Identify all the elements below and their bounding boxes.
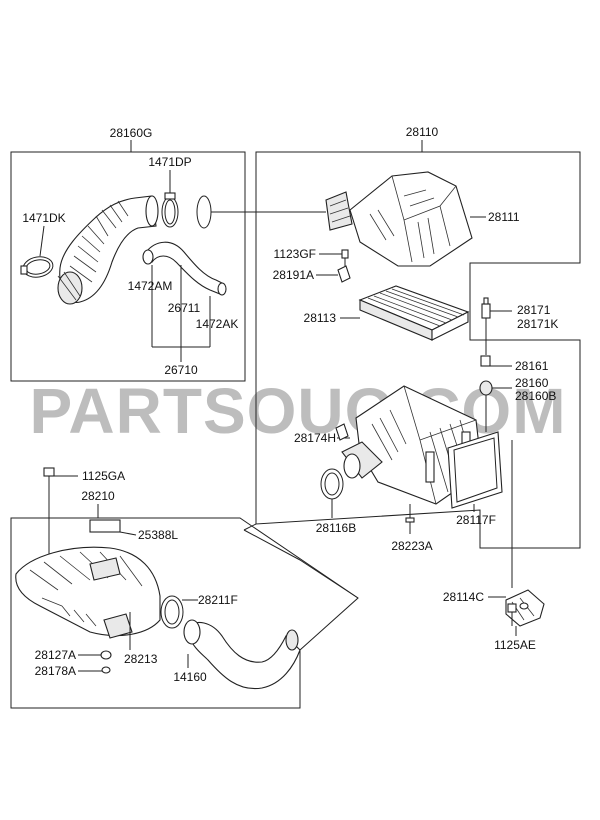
screw-1123GF-part[interactable] <box>341 249 349 266</box>
label-28191A: 28191A <box>273 268 314 282</box>
bolt-28223A-part[interactable] <box>405 504 415 523</box>
air-cleaner-cover-part[interactable] <box>325 171 473 267</box>
label-28171K: 28171K <box>517 317 558 331</box>
label-28223A: 28223A <box>391 539 432 553</box>
label-28178A: 28178A <box>35 664 76 678</box>
label-28110: 28110 <box>406 125 439 139</box>
seal-28116B-part[interactable] <box>320 468 344 500</box>
group-box-28110 <box>255 151 581 549</box>
group-box-28160G <box>10 151 246 382</box>
label-1471DP: 1471DP <box>148 155 191 169</box>
breather-hose-26711-part[interactable] <box>142 241 227 296</box>
clip-28178A-part[interactable] <box>101 666 111 674</box>
grommet-28174H-part[interactable] <box>335 423 349 441</box>
label-28160G: 28160G <box>110 126 153 140</box>
intake-hose-part[interactable] <box>57 195 159 305</box>
bolt-1125GA-part[interactable] <box>43 467 55 560</box>
hose-clamp-1471DP-part[interactable] <box>161 192 179 228</box>
label-1472AM: 1472AM <box>128 279 173 293</box>
label-28213: 28213 <box>124 652 158 666</box>
bolt-1125AE-part[interactable] <box>507 603 517 626</box>
label-25388L: 25388L <box>138 528 178 542</box>
label-28127A: 28127A <box>35 648 76 662</box>
label-28117F: 28117F <box>456 513 496 527</box>
label-1123GF: 1123GF <box>274 247 316 261</box>
resonator-duct-part[interactable] <box>15 546 161 639</box>
hose-clamp-1471DK-part[interactable] <box>20 255 55 280</box>
label-28160: 28160 <box>515 376 549 390</box>
label-28114C: 28114C <box>443 590 484 604</box>
label-plate-25388L-part[interactable] <box>89 519 121 533</box>
label-28161: 28161 <box>515 359 549 373</box>
bracket-28114C-part[interactable] <box>505 589 545 627</box>
label-28171: 28171 <box>517 303 551 317</box>
rubber-28160-part[interactable] <box>479 380 493 396</box>
label-26710: 26710 <box>164 363 198 377</box>
clip-28191A-part[interactable] <box>337 265 351 283</box>
sensor-28171-part[interactable] <box>481 297 491 319</box>
label-28116B: 28116B <box>316 521 356 535</box>
label-28211F: 28211F <box>198 593 238 607</box>
ring-28211F-part[interactable] <box>160 595 184 629</box>
clip-28127A-part[interactable] <box>100 650 112 660</box>
gasket-ring-part[interactable] <box>196 195 212 229</box>
label-14160: 14160 <box>173 670 207 684</box>
label-28174H: 28174H <box>294 431 336 445</box>
label-26711: 26711 <box>168 301 201 315</box>
grommet-28161-part[interactable] <box>480 355 491 367</box>
label-1471DK: 1471DK <box>22 211 65 225</box>
label-28210: 28210 <box>81 489 115 503</box>
label-28113: 28113 <box>304 311 337 325</box>
label-1125AE: 1125AE <box>494 638 536 652</box>
label-28160B: 28160B <box>515 389 556 403</box>
gasket-28117F-part[interactable] <box>447 431 503 509</box>
label-1125GA: 1125GA <box>82 469 125 483</box>
label-1472AK: 1472AK <box>196 317 239 331</box>
intake-hose-14160-part[interactable] <box>183 619 301 690</box>
label-28111: 28111 <box>488 210 520 224</box>
air-filter-element-part[interactable] <box>358 285 470 341</box>
